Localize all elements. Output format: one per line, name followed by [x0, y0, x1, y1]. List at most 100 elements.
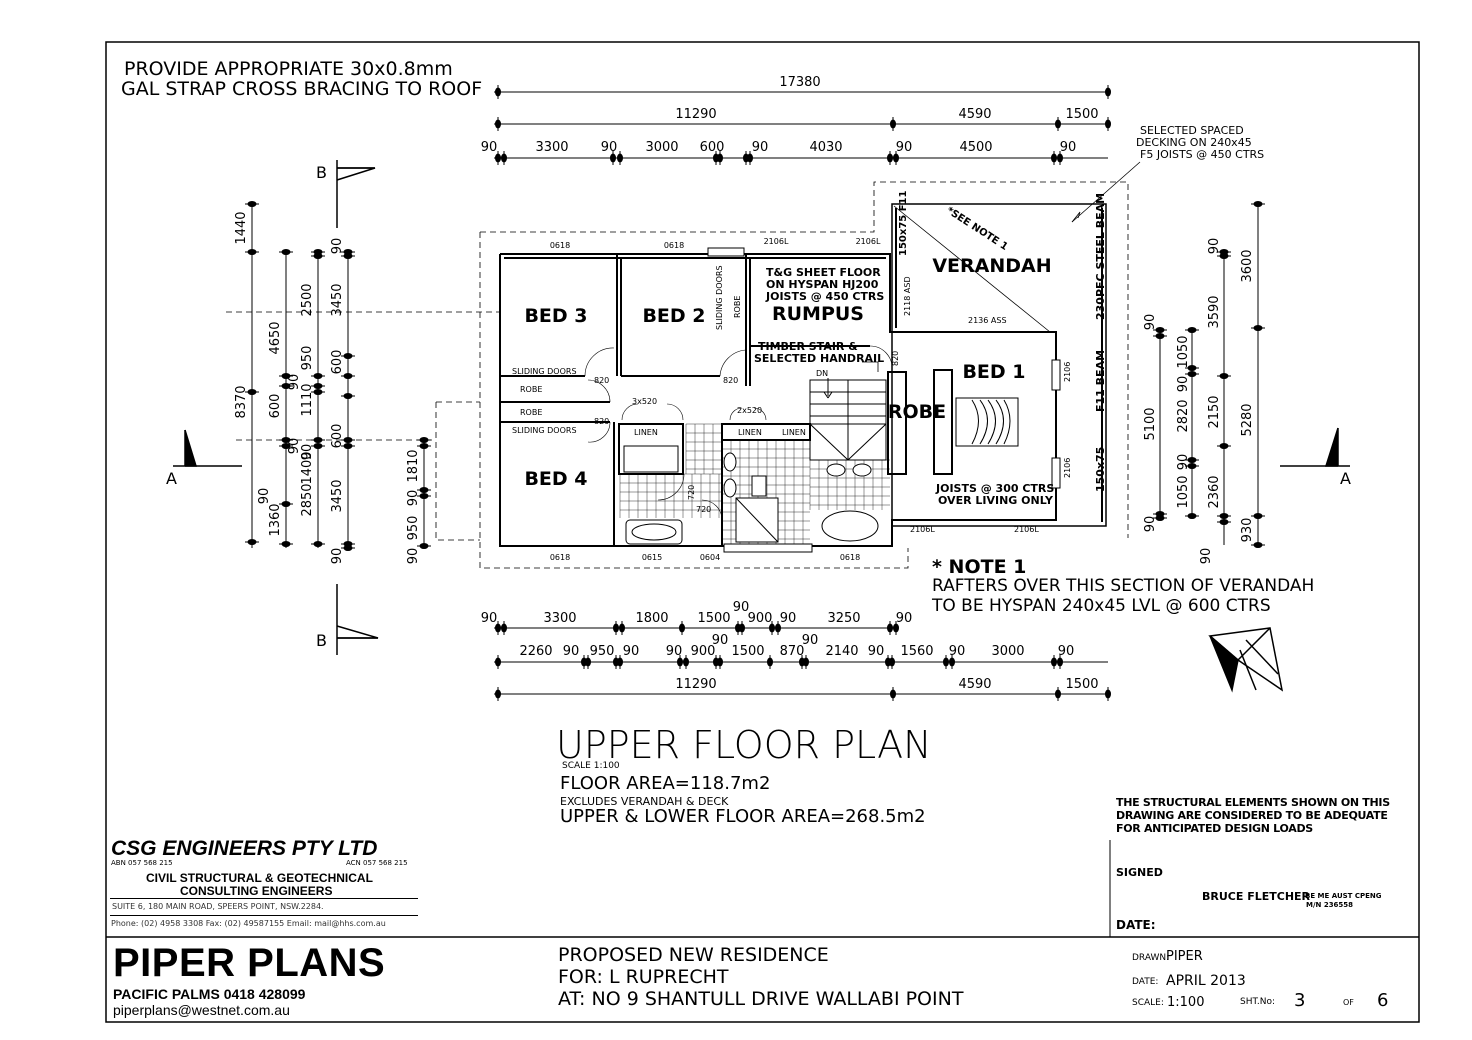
- dim-node: [717, 153, 723, 163]
- label-w2106f: 2106L: [1014, 525, 1039, 534]
- project-line-2: FOR: L RUPRECHT: [558, 966, 729, 988]
- dim-node: [683, 657, 689, 667]
- dim-node: [419, 487, 429, 493]
- decking-note-2: DECKING ON 240x45: [1136, 136, 1252, 149]
- room-bed3: BED 3: [524, 305, 587, 327]
- label-ass2136: 2136 ASS: [968, 316, 1007, 325]
- dim-left-col4: 950: [406, 516, 421, 541]
- verandah-diagonal: [893, 205, 1051, 333]
- dim-right-col1: 5100: [1143, 407, 1158, 440]
- dim-left-col2: 90: [287, 374, 302, 391]
- dim-bottom-row1: 3300: [543, 611, 576, 626]
- sheet-label: SHT.No:: [1240, 997, 1276, 1007]
- dim-left-col1: 1440: [234, 211, 249, 244]
- dim-right-col2: 1050: [1176, 335, 1191, 368]
- right-dimensions: [1153, 201, 1265, 548]
- dim-bottom-row2: 950: [590, 644, 615, 659]
- company-email: piperplans@westnet.com.au: [113, 1002, 290, 1018]
- engineers-desc-1: CIVIL STRUCTURAL & GEOTECHNICAL: [146, 871, 373, 885]
- dim-left-col2: 2500: [300, 283, 315, 316]
- dim-top-sub: 1500: [1065, 107, 1098, 122]
- dim-bottom-row2: 90: [563, 644, 580, 659]
- label-see-note: *SEE NOTE 1: [944, 205, 1009, 253]
- dim-right-col3: 2360: [1207, 475, 1222, 508]
- date-value: APRIL 2013: [1166, 973, 1246, 989]
- decking-note-3: F5 JOISTS @ 450 CTRS: [1140, 148, 1265, 161]
- dim-right-col4: 930: [1240, 518, 1255, 543]
- dim-node: [1253, 325, 1263, 331]
- dim-bottom-row2: 90: [868, 644, 885, 659]
- dim-bottom-row2: 90: [623, 644, 640, 659]
- dim-left-col3: 600: [330, 424, 345, 449]
- dim-bottom-row2: 2140: [825, 644, 858, 659]
- dim-top-overall: 17380: [779, 75, 820, 90]
- label-w2106d: 2106: [1063, 458, 1072, 478]
- dim-node: [1187, 371, 1197, 377]
- dim-left-col4: 1810: [406, 449, 421, 482]
- section-b-top: B: [316, 163, 327, 182]
- dim-node: [281, 249, 291, 255]
- dim-bottom-row1: 1500: [697, 611, 730, 626]
- section-a-left: A: [166, 469, 177, 488]
- label-d820b: 820: [594, 417, 609, 426]
- dim-left-col3: 90: [330, 548, 345, 565]
- dim-node: [1051, 657, 1057, 667]
- label-post2: 150x75: [1094, 447, 1107, 492]
- dim-node: [247, 539, 257, 545]
- sheet-number: 3: [1294, 990, 1306, 1011]
- dim-left-col2: 90: [287, 438, 302, 455]
- note1-line2: TO BE HYSPAN 240x45 LVL @ 600 CTRS: [932, 596, 1271, 616]
- dim-node: [343, 545, 353, 551]
- dim-node: [343, 393, 353, 399]
- room-robe: ROBE: [888, 401, 946, 423]
- dim-node: [281, 373, 291, 379]
- dim-node: [419, 543, 429, 549]
- fixtures: [623, 445, 879, 545]
- joists-note-2: OVER LIVING ONLY: [938, 494, 1054, 507]
- joists-note-1: JOISTS @ 300 CTRS: [935, 482, 1054, 495]
- engineer-name: BRUCE FLETCHER: [1202, 890, 1311, 903]
- label-linen3: LINEN: [782, 428, 806, 437]
- dim-node: [495, 623, 501, 633]
- room-bed2: BED 2: [642, 305, 705, 327]
- date-label: DATE:: [1132, 977, 1159, 987]
- decking-note-1: SELECTED SPACED: [1140, 124, 1244, 137]
- leader-lines: [862, 161, 1141, 372]
- dim-left-col3: 90: [300, 444, 315, 461]
- dim-left-col2: 90: [257, 488, 272, 505]
- dim-left-col3: 90: [330, 238, 345, 255]
- dim-node: [890, 119, 896, 129]
- label-c2x520: 2x520: [737, 406, 762, 415]
- dim-left-col3: 3450: [330, 479, 345, 512]
- label-dn: DN: [816, 369, 828, 378]
- dim-node: [281, 443, 291, 449]
- dim-node: [887, 153, 893, 163]
- dim-right-col3: 2150: [1207, 395, 1222, 428]
- small-plan-labels: 0618 0618 2106L 2106L SLIDING DOORS ROBE…: [512, 237, 1072, 562]
- label-robe1: ROBE: [520, 385, 542, 394]
- dim-left-col3: 600: [330, 350, 345, 375]
- dim-node: [887, 623, 893, 633]
- dim-node: [1155, 327, 1165, 333]
- dim-node: [585, 657, 591, 667]
- dim-right-col3: 3590: [1207, 295, 1222, 328]
- dim-node: [1105, 87, 1111, 97]
- label-sliding2: SLIDING DOORS: [512, 426, 577, 435]
- dim-bottom-row1: 900: [748, 611, 773, 626]
- dim-top-sub: 4590: [958, 107, 991, 122]
- top-dimensions: [494, 85, 1111, 165]
- dim-node: [610, 153, 616, 163]
- label-b0615: 0615: [642, 553, 662, 562]
- dim-node: [1219, 513, 1229, 519]
- dim-right-col3: 90: [1199, 548, 1214, 565]
- label-robe2: ROBE: [520, 408, 542, 417]
- label-d720b: 720: [696, 505, 711, 514]
- dim-right-col4: 5280: [1240, 403, 1255, 436]
- dim-node: [1253, 201, 1263, 207]
- stair-note-2: SELECTED HANDRAIL: [754, 352, 884, 365]
- dim-node: [893, 153, 899, 163]
- engineers-contact: Phone: (02) 4958 3308 Fax: (02) 49587155…: [111, 919, 386, 928]
- label-post1: 150x75 F11: [898, 190, 909, 256]
